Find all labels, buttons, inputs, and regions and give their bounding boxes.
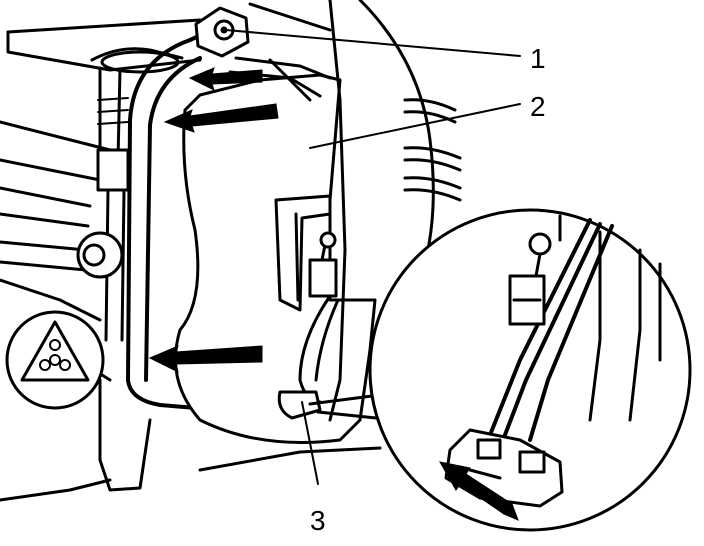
arrow-middle bbox=[163, 103, 279, 133]
callout-2: 2 bbox=[530, 91, 546, 122]
leader-line-1 bbox=[225, 29, 521, 57]
sensor-bracket bbox=[274, 194, 340, 420]
detail-inset bbox=[308, 208, 692, 532]
strut-assembly bbox=[76, 47, 184, 492]
arrow-upper bbox=[188, 67, 263, 91]
arrow-inset bbox=[439, 461, 519, 521]
callout-3: 3 bbox=[310, 505, 326, 536]
callout-1: 1 bbox=[530, 43, 546, 74]
arrow-lower bbox=[148, 345, 263, 373]
connector-component-1 bbox=[194, 6, 332, 102]
leader-line-3 bbox=[301, 401, 319, 485]
leader-lines bbox=[225, 29, 521, 485]
leader-line-2 bbox=[309, 103, 521, 149]
brake-hose bbox=[126, 20, 232, 412]
direction-arrows bbox=[148, 67, 279, 373]
wheel-hub bbox=[5, 310, 105, 410]
